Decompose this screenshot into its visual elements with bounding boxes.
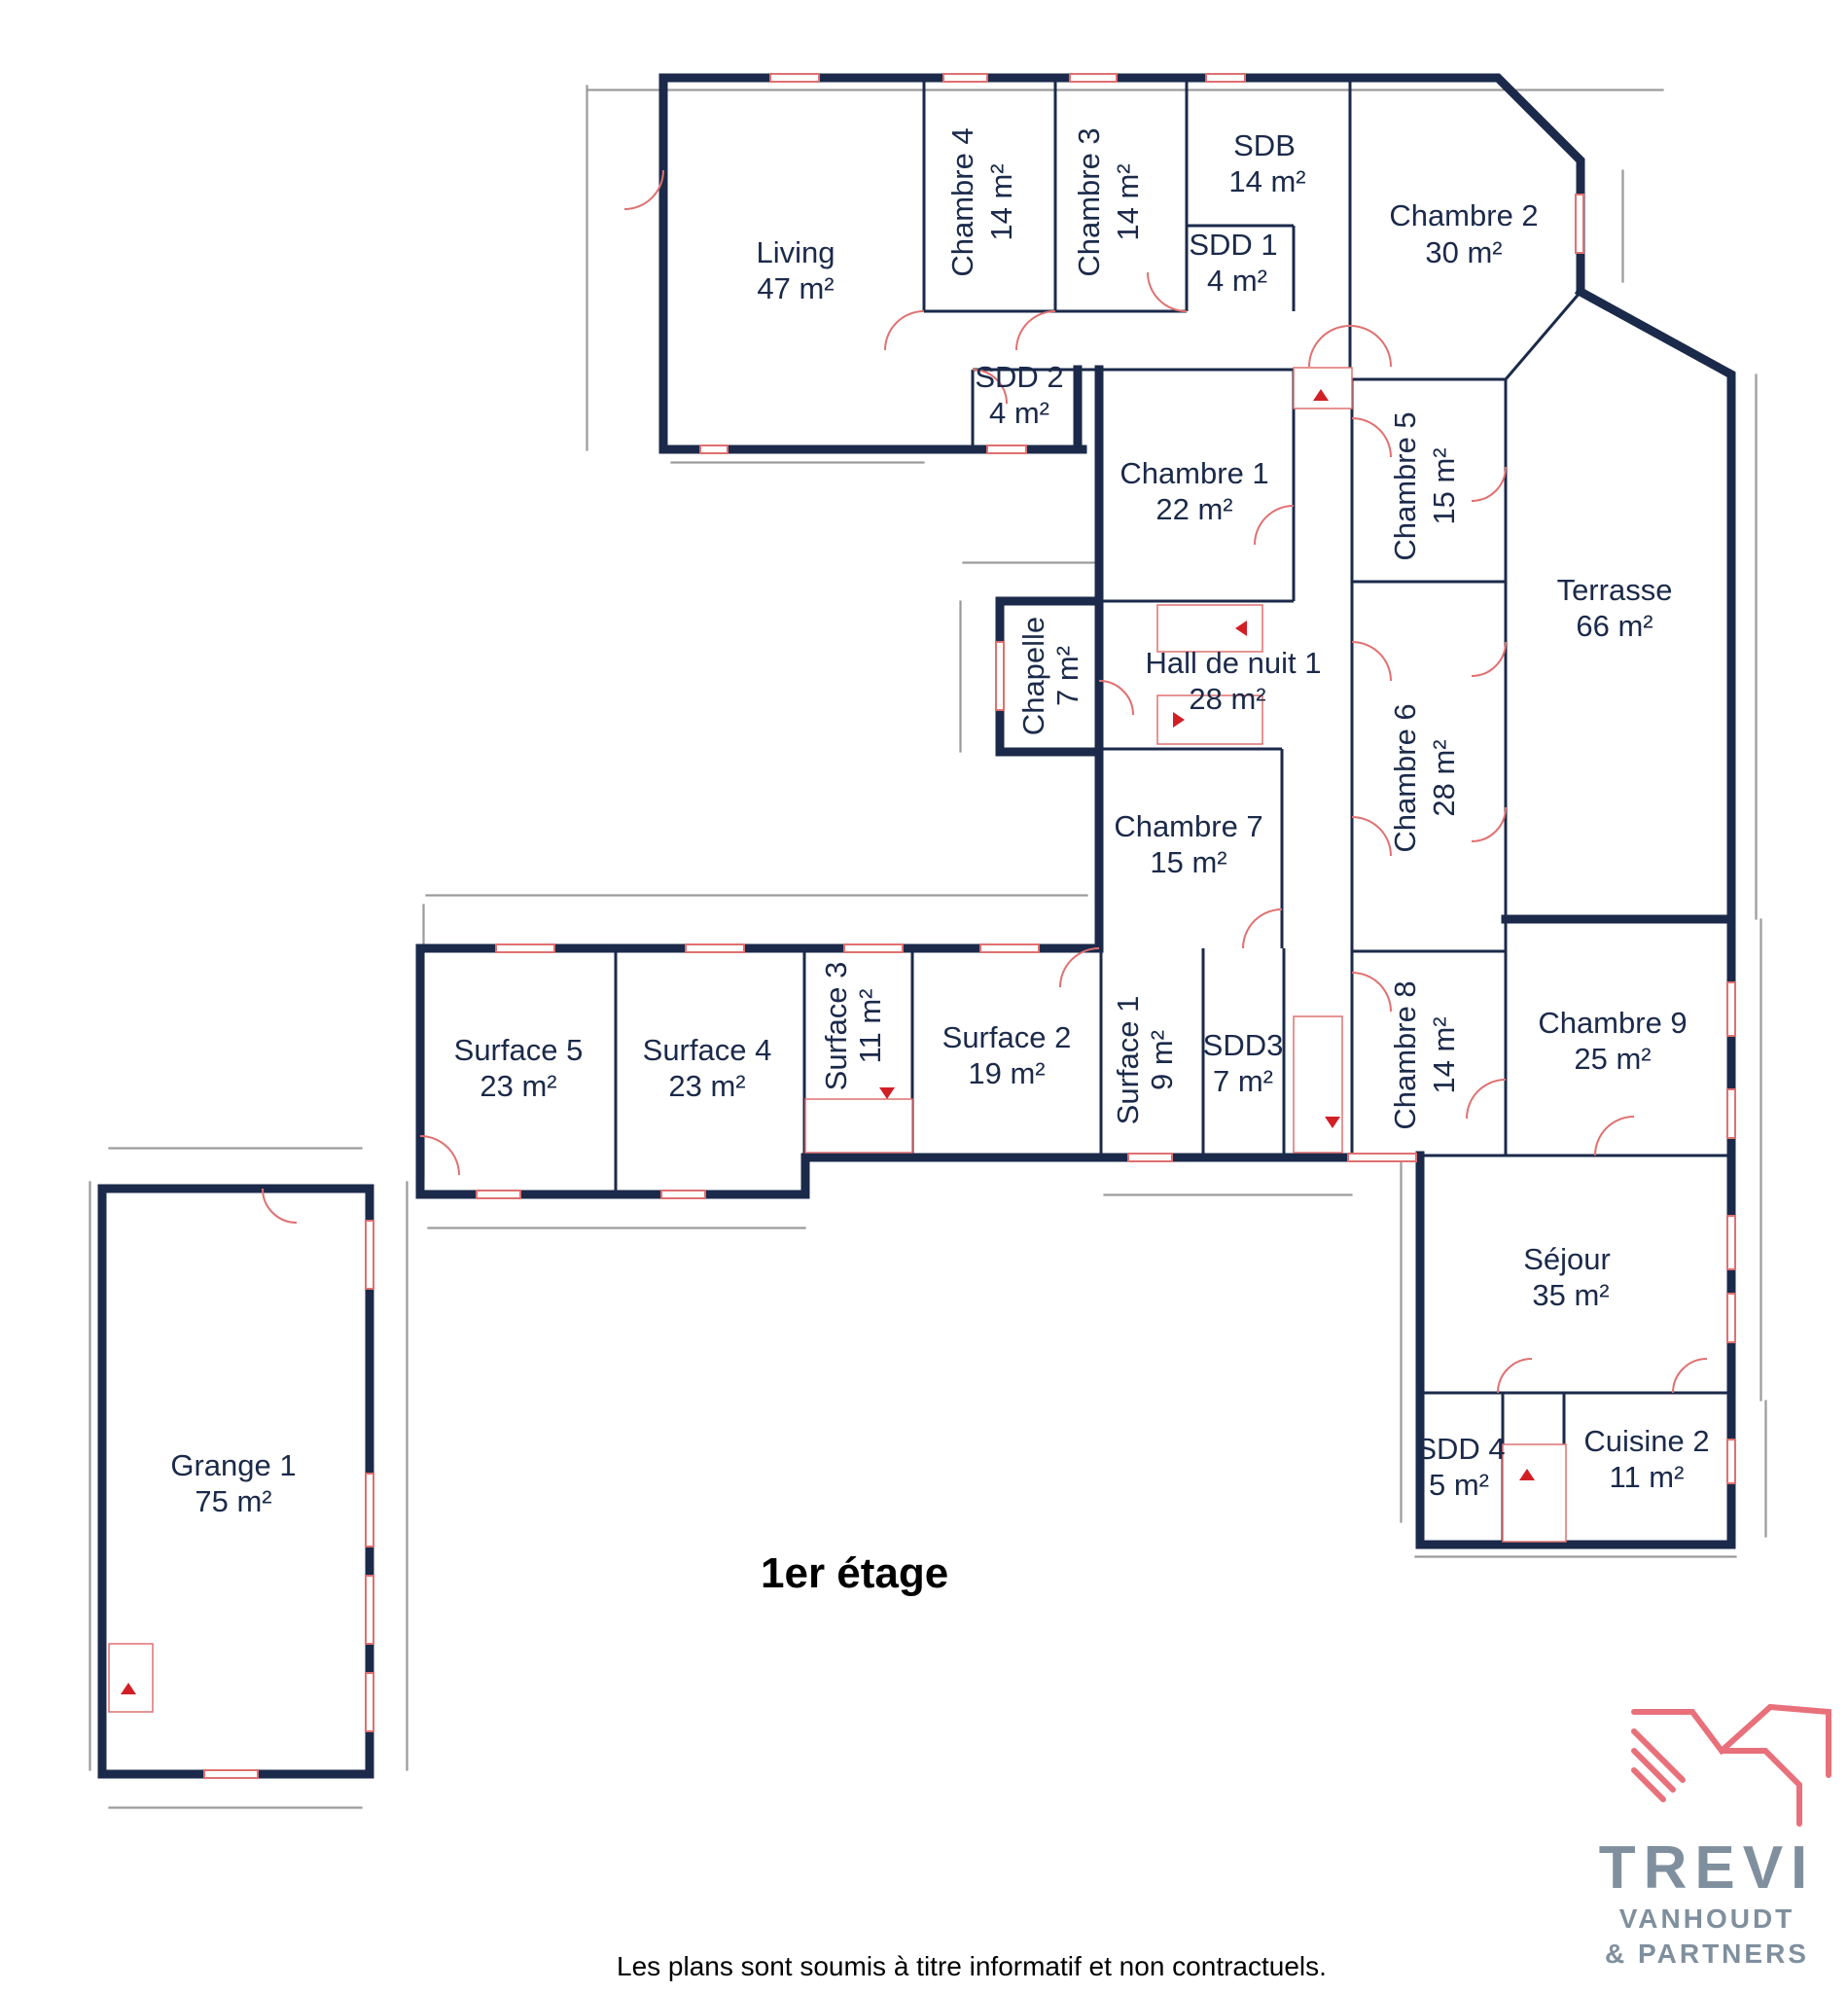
disclaimer-text: Les plans sont soumis à titre informatif…: [617, 1951, 1327, 1981]
room-name-surface1: Surface 1: [1111, 996, 1145, 1125]
room-area-surface5: 23 m²: [480, 1069, 556, 1103]
room-area-surface4: 23 m²: [668, 1069, 745, 1103]
room-name-chambre2: Chambre 2: [1389, 198, 1538, 232]
room-name-surface3: Surface 3: [819, 962, 853, 1091]
stair-arrows: [121, 389, 1535, 1694]
room-area-chambre1: 22 m²: [1155, 492, 1232, 526]
brand-logo: TREVI VANHOUDT & PARTNERS: [1576, 1697, 1838, 1970]
room-area-chapelle: 7 m²: [1050, 646, 1084, 706]
room-area-chambre3: 14 m²: [1111, 163, 1145, 240]
doors: [262, 169, 1708, 1394]
room-area-sejour: 35 m²: [1532, 1278, 1609, 1312]
room-name-terrasse: Terrasse: [1557, 573, 1673, 607]
room-name-surface4: Surface 4: [643, 1033, 772, 1067]
room-area-sdd3: 7 m²: [1213, 1064, 1273, 1098]
room-name-chambre4: Chambre 4: [945, 127, 979, 276]
room-area-surface2: 19 m²: [968, 1056, 1045, 1090]
room-area-grange1: 75 m²: [195, 1484, 271, 1518]
room-name-chambre1: Chambre 1: [1119, 456, 1268, 490]
brand-mark-icon: [1631, 1703, 1831, 1827]
room-area-chambre6: 28 m²: [1427, 739, 1461, 816]
room-name-sejour: Séjour: [1523, 1242, 1611, 1276]
brand-name: TREVI: [1598, 1834, 1816, 1902]
room-name-surface2: Surface 2: [942, 1020, 1072, 1054]
room-name-sdd4: SDD 4: [1416, 1432, 1505, 1466]
room-area-surface3: 11 m²: [853, 989, 887, 1064]
room-area-sdd1: 4 m²: [1207, 264, 1267, 298]
room-name-chambre8: Chambre 8: [1388, 980, 1422, 1129]
room-name-chambre7: Chambre 7: [1114, 809, 1262, 843]
floor-title: 1er étage: [761, 1549, 949, 1597]
room-area-terrasse: 66 m²: [1576, 609, 1653, 643]
room-area-cuisine2: 11 m²: [1610, 1460, 1685, 1494]
room-area-sdd4: 5 m²: [1429, 1468, 1489, 1502]
stairs: [108, 367, 1567, 1713]
room-name-grange1: Grange 1: [170, 1448, 296, 1482]
room-name-cuisine2: Cuisine 2: [1583, 1424, 1709, 1458]
walls: [97, 73, 1736, 1779]
room-area-chambre2: 30 m²: [1425, 235, 1502, 269]
room-name-surface5: Surface 5: [454, 1033, 584, 1067]
room-name-sdd3: SDD3: [1203, 1028, 1284, 1062]
room-name-sdd1: SDD 1: [1189, 228, 1277, 262]
room-name-chambre3: Chambre 3: [1072, 127, 1106, 276]
room-name-chambre6: Chambre 6: [1388, 703, 1422, 852]
room-name-sdd2: SDD 2: [975, 360, 1063, 394]
dimension-lines: [89, 85, 1767, 1809]
room-name-chambre5: Chambre 5: [1388, 411, 1422, 560]
brand-line-1: VANHOUDT: [1618, 1903, 1795, 1934]
windows: [203, 73, 1736, 1779]
room-name-chambre9: Chambre 9: [1538, 1006, 1687, 1040]
room-name-halldenuit1: Hall de nuit 1: [1146, 646, 1322, 680]
room-name-living: Living: [757, 235, 835, 269]
room-area-sdd2: 4 m²: [989, 396, 1049, 430]
room-name-chapelle: Chapelle: [1016, 617, 1050, 735]
room-area-chambre8: 14 m²: [1427, 1016, 1461, 1093]
room-area-halldenuit1: 28 m²: [1189, 682, 1265, 716]
room-area-chambre9: 25 m²: [1574, 1042, 1651, 1076]
brand-line-2: & PARTNERS: [1605, 1939, 1809, 1969]
room-area-chambre4: 14 m²: [984, 163, 1018, 240]
room-area-sdb: 14 m²: [1228, 164, 1305, 198]
room-area-living: 47 m²: [757, 271, 834, 305]
room-area-surface1: 9 m²: [1145, 1030, 1179, 1090]
room-area-chambre7: 15 m²: [1150, 845, 1226, 879]
room-area-chambre5: 15 m²: [1427, 447, 1461, 524]
room-name-sdb: SDB: [1233, 128, 1296, 162]
room-labels: Living 47 m² Chambre 4 14 m² Chambre 3 1…: [170, 127, 1709, 1518]
